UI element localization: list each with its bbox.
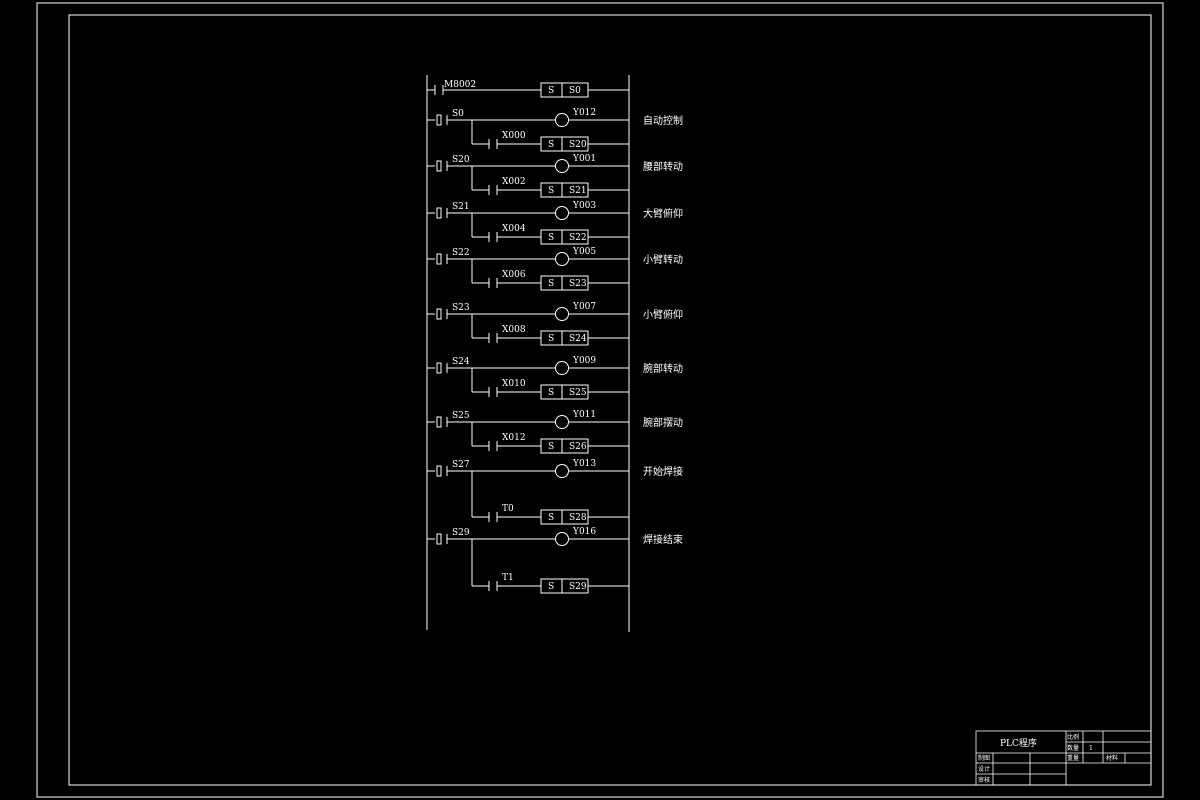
step-contact-box <box>436 362 442 374</box>
transition-contact-label: T0 <box>502 504 514 514</box>
title-block-count-label: 数量 <box>1067 744 1079 752</box>
coil-label: Y005 <box>572 247 596 257</box>
step-contact-label: S24 <box>452 357 470 367</box>
title-block-review-label: 审核 <box>978 776 990 784</box>
set-coil-step: S29 <box>569 582 587 592</box>
title-block-drawn-label: 制图 <box>978 754 990 762</box>
set-coil-symbol: S <box>548 279 554 289</box>
output-coil <box>555 532 569 546</box>
title-block <box>975 730 1152 786</box>
transition-contact-label: X008 <box>502 325 526 335</box>
rung-comment: 大臂俯仰 <box>643 207 683 220</box>
set-coil-symbol: S <box>548 334 554 344</box>
rung-comment: 小臂转动 <box>643 253 683 266</box>
step-contact-box <box>436 253 442 265</box>
set-coil-symbol: S <box>548 388 554 398</box>
set-coil-step: S21 <box>569 186 587 196</box>
title-block-design-label: 设计 <box>978 765 990 773</box>
rung-comment: 腕部摆动 <box>643 416 683 429</box>
transition-contact-label: T1 <box>502 573 514 583</box>
output-coil <box>555 415 569 429</box>
step-contact-box <box>436 207 442 219</box>
rung-comment: 腰部转动 <box>643 160 683 173</box>
set-coil-symbol: S <box>548 86 554 96</box>
set-coil-symbol: S <box>548 513 554 523</box>
coil-label: Y011 <box>572 410 596 420</box>
output-coil <box>555 307 569 321</box>
set-coil-step: S24 <box>569 334 587 344</box>
step-contact-label: S0 <box>452 109 464 119</box>
transition-contact-label: X000 <box>502 131 526 141</box>
rung-comment: 开始焊接 <box>643 465 683 478</box>
step-contact-box <box>436 308 442 320</box>
coil-label: Y001 <box>572 154 596 164</box>
transition-contact-label: X012 <box>502 433 526 443</box>
rung-comment: 焊接结束 <box>643 533 683 546</box>
output-coil <box>555 464 569 478</box>
step-contact-label: S25 <box>452 411 470 421</box>
set-coil-step: S22 <box>569 233 587 243</box>
set-coil-step: S20 <box>569 140 587 150</box>
ladder-diagram <box>426 75 630 632</box>
inner-frame <box>68 14 1152 786</box>
set-coil-step: S23 <box>569 279 587 289</box>
outer-frame <box>36 2 1164 798</box>
set-coil-step: S28 <box>569 513 587 523</box>
step-contact-label: S27 <box>452 460 470 470</box>
step-contact-label: S23 <box>452 303 470 313</box>
title-block-material-label: 材料 <box>1106 754 1118 762</box>
set-coil-step: S26 <box>569 442 587 452</box>
title-block-count-value: 1 <box>1089 745 1093 752</box>
transition-contact-label: X002 <box>502 177 526 187</box>
transition-contact-label: X004 <box>502 224 526 234</box>
set-coil-symbol: S <box>548 140 554 150</box>
coil-label: Y013 <box>572 459 596 469</box>
rung-comment: 自动控制 <box>643 114 683 127</box>
set-coil-symbol: S <box>548 442 554 452</box>
set-coil-symbol: S <box>548 186 554 196</box>
coil-label: Y016 <box>572 527 596 537</box>
output-coil <box>555 361 569 375</box>
step-contact-box <box>436 160 442 172</box>
step-contact-box <box>436 114 442 126</box>
step-contact-label: S21 <box>452 202 470 212</box>
title-block-title: PLC程序 <box>1000 737 1037 749</box>
coil-label: Y009 <box>572 356 596 366</box>
title-block-weight-label: 重量 <box>1067 754 1079 762</box>
step-contact-label: S29 <box>452 528 470 538</box>
step-contact-box <box>436 416 442 428</box>
transition-contact-label: X006 <box>502 270 526 280</box>
step-contact-box <box>436 465 442 477</box>
step-contact-label: S20 <box>452 155 470 165</box>
coil-label: Y003 <box>572 201 596 211</box>
transition-contact-label: X010 <box>502 379 526 389</box>
output-coil <box>555 159 569 173</box>
output-coil <box>555 206 569 220</box>
step-contact-box <box>436 533 442 545</box>
set-coil-symbol: S <box>548 233 554 243</box>
step-contact-label: S22 <box>452 248 470 258</box>
set-coil-symbol: S <box>548 582 554 592</box>
coil-label: Y007 <box>572 302 596 312</box>
rung-comment: 小臂俯仰 <box>643 308 683 321</box>
contact-label: M8002 <box>444 80 476 90</box>
output-coil <box>555 252 569 266</box>
output-coil <box>555 113 569 127</box>
set-coil-step: S25 <box>569 388 587 398</box>
rung-comment: 腕部转动 <box>643 362 683 375</box>
title-block-ratio-label: 比例 <box>1067 733 1079 741</box>
coil-label: Y012 <box>572 108 596 118</box>
set-coil-step: S0 <box>569 86 581 96</box>
